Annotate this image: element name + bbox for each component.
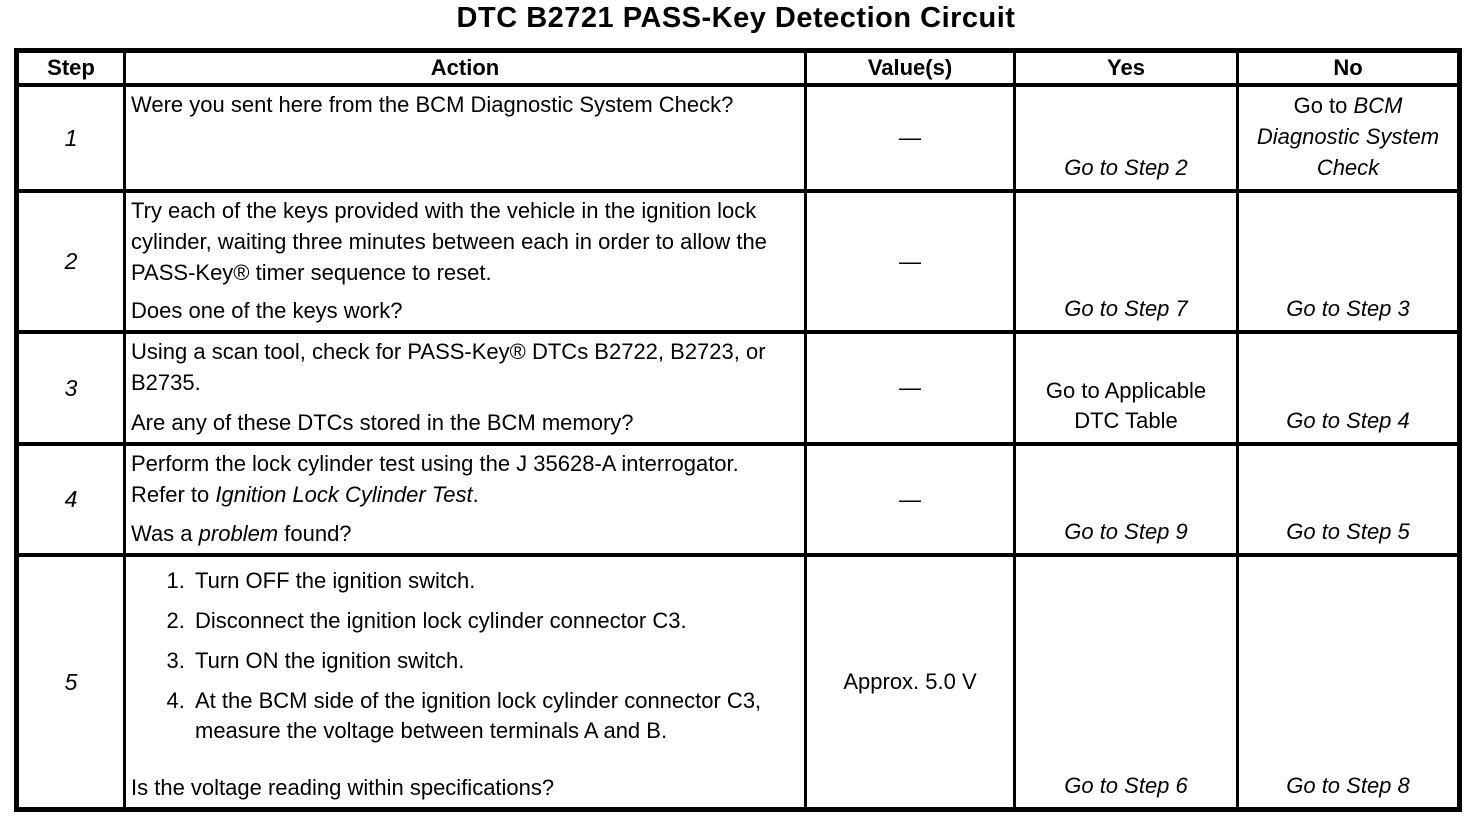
no-text-italic: BCM Diagnostic System Check xyxy=(1256,93,1440,180)
action-cell: Using a scan tool, check for PASS-Key® D… xyxy=(123,330,807,447)
action-question: Was a problem found? xyxy=(131,520,352,546)
table-row-step-1: 1 Were you sent here from the BCM Diagno… xyxy=(15,82,1461,194)
action-question: Are any of these DTCs stored in the BCM … xyxy=(131,409,634,435)
no-cell: Go to Step 4 xyxy=(1236,330,1461,447)
action-cell: Perform the lock cylinder test using the… xyxy=(123,442,807,558)
value-cell: — xyxy=(804,442,1016,558)
value-cell: — xyxy=(804,189,1016,335)
action-cell: Try each of the keys provided with the v… xyxy=(123,189,807,335)
no-cell: Go to Step 8 xyxy=(1236,553,1461,812)
header-action: Action xyxy=(123,48,807,87)
list-item: Disconnect the ignition lock cylinder co… xyxy=(191,606,796,635)
action-text: Perform the lock cylinder test using the… xyxy=(131,451,739,508)
step-number: 5 xyxy=(15,553,126,812)
action-cell: Turn OFF the ignition switch. Disconnect… xyxy=(123,553,807,812)
list-item: At the BCM side of the ignition lock cyl… xyxy=(191,686,796,744)
step-number: 1 xyxy=(15,82,126,194)
header-no: No xyxy=(1236,48,1461,87)
no-text: Go to xyxy=(1293,93,1354,118)
yes-cell: Go to Applicable DTC Table xyxy=(1013,330,1239,447)
action-text-italic: Ignition Lock Cylinder Test xyxy=(215,482,473,508)
value-cell: — xyxy=(804,330,1016,447)
value-cell: Approx. 5.0 V xyxy=(804,553,1016,812)
no-cell: Go to Step 3 xyxy=(1236,189,1461,335)
step-number: 2 xyxy=(15,189,126,335)
table-row-step-4: 4 Perform the lock cylinder test using t… xyxy=(15,442,1461,558)
yes-cell: Go to Step 2 xyxy=(1013,82,1239,194)
value-cell: — xyxy=(804,82,1016,194)
action-question: Does one of the keys work? xyxy=(131,297,403,323)
header-yes: Yes xyxy=(1013,48,1239,87)
table-row-step-2: 2 Try each of the keys provided with the… xyxy=(15,189,1461,335)
yes-cell: Go to Step 7 xyxy=(1013,189,1239,335)
step-number: 4 xyxy=(15,442,126,558)
list-item: Turn OFF the ignition switch. xyxy=(191,566,796,595)
header-step: Step xyxy=(15,48,126,87)
step-number: 3 xyxy=(15,330,126,447)
table-row-step-3: 3 Using a scan tool, check for PASS-Key®… xyxy=(15,330,1461,447)
table-row-step-5: 5 Turn OFF the ignition switch. Disconne… xyxy=(15,553,1461,812)
list-item: Turn ON the ignition switch. xyxy=(191,646,796,675)
action-text: Try each of the keys provided with the v… xyxy=(131,198,767,285)
action-numbered-list: Turn OFF the ignition switch. Disconnect… xyxy=(131,566,796,755)
action-question: Is the voltage reading within specificat… xyxy=(131,774,555,800)
yes-cell: Go to Step 6 xyxy=(1013,553,1239,812)
action-text: Using a scan tool, check for PASS-Key® D… xyxy=(131,339,766,396)
dtc-diagnostic-table: Step Action Value(s) Yes No 1 Were you s… xyxy=(14,48,1462,813)
action-text: Were you sent here from the BCM Diagnost… xyxy=(131,92,734,117)
header-values: Value(s) xyxy=(804,48,1016,87)
no-cell: Go to BCM Diagnostic System Check xyxy=(1236,82,1461,194)
question-italic: problem xyxy=(198,520,279,546)
yes-cell: Go to Step 9 xyxy=(1013,442,1239,558)
page-title: DTC B2721 PASS-Key Detection Circuit xyxy=(456,2,1016,34)
action-cell: Were you sent here from the BCM Diagnost… xyxy=(123,82,807,194)
header-row: Step Action Value(s) Yes No xyxy=(15,48,1461,87)
no-cell: Go to Step 5 xyxy=(1236,442,1461,558)
